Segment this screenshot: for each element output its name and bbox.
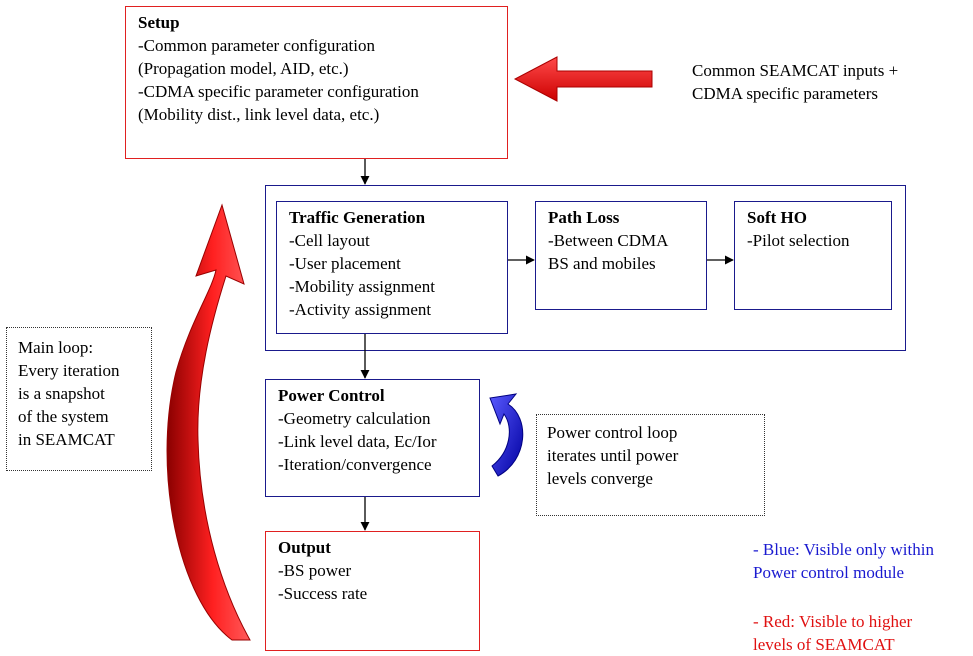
power-control-loop-note: Power control loop iterates until power …	[536, 414, 765, 516]
setup-line: (Mobility dist., link level data, etc.)	[138, 105, 380, 124]
inputs-note: Common SEAMCAT inputs + CDMA specific pa…	[692, 59, 898, 105]
legend-red: - Red: Visible to higher levels of SEAMC…	[753, 610, 912, 656]
main-loop-arrow-icon	[166, 203, 251, 641]
softho-line: -Pilot selection	[747, 231, 850, 250]
setup-line: (Propagation model, AID, etc.)	[138, 59, 349, 78]
legend-red-line: levels of SEAMCAT	[753, 635, 895, 654]
power-line: -Iteration/convergence	[278, 455, 432, 474]
setup-title: Setup	[138, 13, 180, 32]
power-title: Power Control	[278, 386, 385, 405]
legend-blue-line: - Blue: Visible only within	[753, 540, 934, 559]
power-loop-arrow-icon	[489, 393, 524, 477]
simulation-group-box	[265, 185, 906, 351]
power-line: -Link level data, Ec/Ior	[278, 432, 437, 451]
setup-line: -CDMA specific parameter configuration	[138, 82, 419, 101]
legend-blue-line: Power control module	[753, 563, 905, 582]
mainloop-line: in SEAMCAT	[18, 430, 115, 449]
traffic-line: -Cell layout	[289, 231, 370, 250]
output-title: Output	[278, 538, 331, 557]
pathloss-line: BS and mobiles	[548, 254, 656, 273]
power-line: -Geometry calculation	[278, 409, 431, 428]
setup-box: Setup -Common parameter configuration (P…	[125, 6, 508, 159]
mainloop-line: Main loop:	[18, 338, 94, 357]
path-loss-box: Path Loss -Between CDMA BS and mobiles	[535, 201, 707, 310]
mainloop-line: is a snapshot	[18, 384, 105, 403]
inputs-note-line: CDMA specific parameters	[692, 84, 878, 103]
input-arrow-icon	[513, 56, 653, 102]
soft-ho-box: Soft HO -Pilot selection	[734, 201, 892, 310]
output-line: -Success rate	[278, 584, 368, 603]
mainloop-line: Every iteration	[18, 361, 120, 380]
setup-line: -Common parameter configuration	[138, 36, 375, 55]
pathloss-title: Path Loss	[548, 208, 620, 227]
output-box: Output -BS power -Success rate	[265, 531, 480, 651]
pathloss-line: -Between CDMA	[548, 231, 669, 250]
power-control-box: Power Control -Geometry calculation -Lin…	[265, 379, 480, 497]
mainloop-line: of the system	[18, 407, 109, 426]
traffic-line: -Activity assignment	[289, 300, 432, 319]
legend-red-line: - Red: Visible to higher	[753, 612, 913, 631]
pcnote-line: levels converge	[547, 469, 653, 488]
traffic-title: Traffic Generation	[289, 208, 426, 227]
inputs-note-line: Common SEAMCAT inputs +	[692, 61, 899, 80]
traffic-line: -User placement	[289, 254, 401, 273]
traffic-line: -Mobility assignment	[289, 277, 435, 296]
pcnote-line: Power control loop	[547, 423, 678, 442]
softho-title: Soft HO	[747, 208, 807, 227]
output-line: -BS power	[278, 561, 352, 580]
traffic-generation-box: Traffic Generation -Cell layout -User pl…	[276, 201, 508, 334]
main-loop-note: Main loop: Every iteration is a snapshot…	[6, 327, 152, 471]
pcnote-line: iterates until power	[547, 446, 679, 465]
legend-blue: - Blue: Visible only within Power contro…	[753, 538, 934, 584]
